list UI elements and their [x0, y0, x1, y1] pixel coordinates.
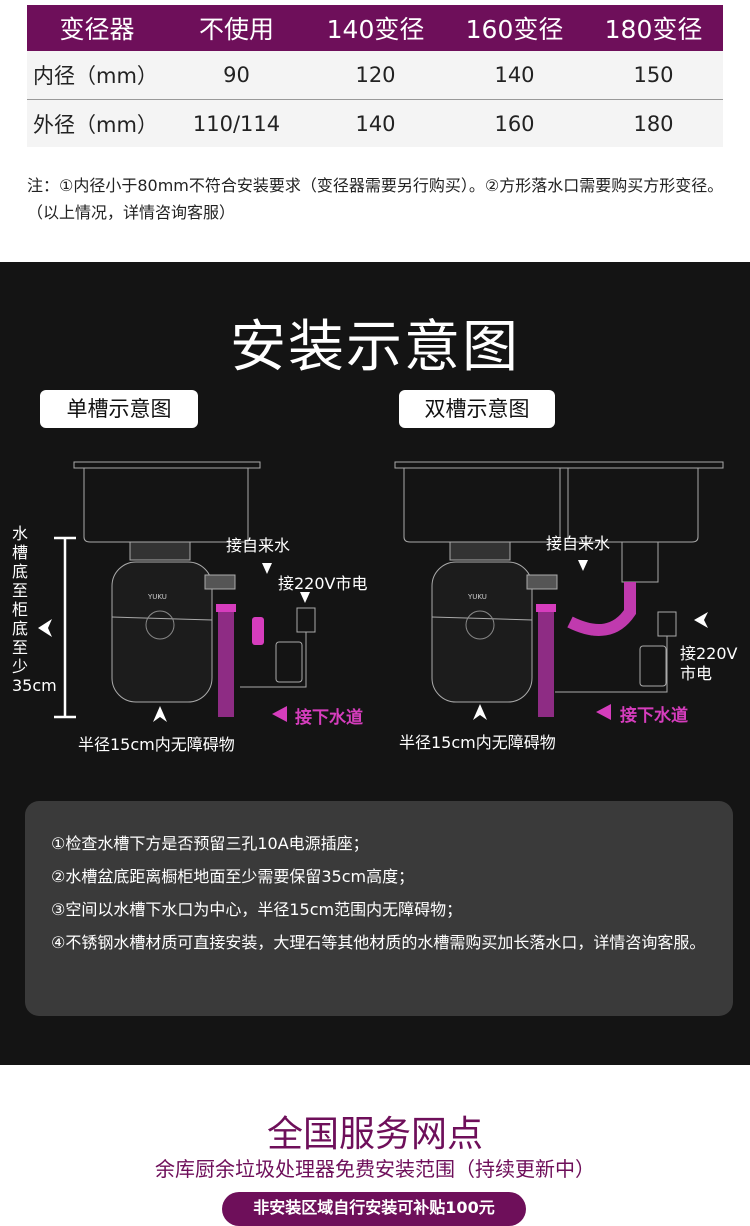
service-subtitle: 余库厨余垃圾处理器免费安装范围（持续更新中）: [155, 1157, 595, 1181]
water-label: 接自来水: [226, 536, 291, 555]
header-cell: 180变径: [604, 15, 703, 44]
double-sink-label: 双槽示意图: [399, 390, 555, 428]
reducer-table: 变径器 不使用 140变径 160变径 180变径 内径（mm） 90 120 …: [27, 5, 723, 147]
drain-label: 接下水道: [295, 708, 363, 728]
service-title: 全国服务网点: [266, 1114, 483, 1155]
cell: 120: [355, 63, 396, 87]
cell: 90: [223, 63, 250, 87]
cell: 160: [494, 111, 535, 136]
header-cell: 140变径: [326, 15, 425, 44]
clearance-label: 半径15cm内无障碍物: [399, 733, 556, 752]
checklist-item: ④不锈钢水槽材质可直接安装，大理石等其他材质的水槽需购买加长落水口，详情咨询客服…: [51, 933, 706, 952]
checklist-item: ③空间以水槽下水口为中心，半径15cm范围内无障碍物；: [51, 900, 463, 919]
cell: 110/114: [192, 111, 281, 136]
cell: 150: [633, 63, 674, 87]
single-sink-drawing: [38, 461, 316, 722]
double-sink-drawing: [394, 461, 724, 720]
cell: 内径（mm）: [33, 64, 158, 88]
power-label: 接220V: [680, 644, 738, 663]
header-cell: 不使用: [198, 15, 274, 44]
checklist-item: ①检查水槽下方是否预留三孔10A电源插座；: [51, 834, 369, 853]
brand-logo: YUKU: [468, 593, 487, 601]
power-label: 市电: [680, 664, 713, 683]
cell: 140: [494, 63, 535, 87]
header-cell: 变径器: [59, 15, 135, 44]
section-title: 安装示意图: [230, 315, 520, 380]
install-section: 安装示意图 单槽示意图 双槽示意图: [0, 262, 750, 1065]
drain-label: 接下水道: [620, 706, 688, 726]
height-note: 水槽底至柜底至少35cm: [12, 524, 57, 695]
brand-logo: YUKU: [148, 593, 167, 601]
cell: 外径（mm）: [33, 112, 158, 137]
table-note: 注：①内径小于80mm不符合安装要求（变径器需要另行购买）。②方形落水口需要购买…: [27, 176, 724, 222]
table-header: 变径器 不使用 140变径 160变径 180变径: [27, 5, 723, 51]
subsidy-badge: 非安装区域自行安装可补贴100元: [222, 1192, 526, 1226]
table-row: 内径（mm） 90 120 140 150: [27, 51, 723, 99]
clearance-label: 半径15cm内无障碍物: [78, 735, 235, 754]
single-sink-label: 单槽示意图: [40, 390, 198, 428]
power-label: 接220V市电: [278, 574, 368, 593]
header-cell: 160变径: [465, 15, 564, 44]
cell: 180: [633, 111, 674, 136]
cell: 140: [355, 111, 396, 136]
checklist-item: ②水槽盆底距离橱柜地面至少需要保留35cm高度；: [51, 867, 415, 886]
table-row: 外径（mm） 110/114 140 160 180: [27, 99, 723, 147]
install-diagram: [38, 461, 724, 722]
checklist-box: ①检查水槽下方是否预留三孔10A电源插座； ②水槽盆底距离橱柜地面至少需要保留3…: [25, 801, 733, 1016]
water-label: 接自来水: [546, 534, 611, 553]
